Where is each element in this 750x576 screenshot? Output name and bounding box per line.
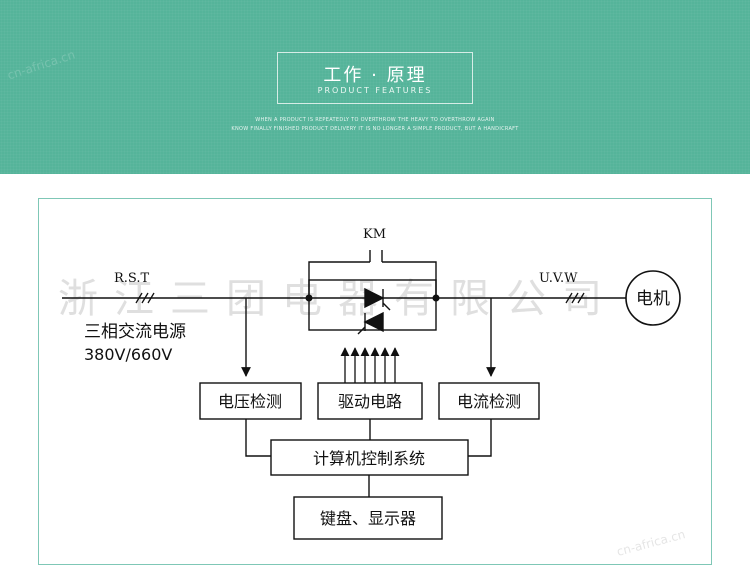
keyboard-display-box: 键盘、显示器 [293, 496, 443, 540]
keyboard-display-label: 键盘、显示器 [320, 509, 416, 528]
voltage-detect-label: 电压检测 [218, 392, 282, 411]
input-terminals-label: R.S.T [114, 271, 149, 286]
watermark-company-text: 浙江三团电器有限公司 [58, 276, 618, 322]
computer-control-label: 计算机控制系统 [313, 449, 425, 468]
tagline-line-1: WHEN A PRODUCT IS REPEATEDLY TO OVERTHRO… [255, 117, 495, 123]
watermark-small-text: cn-africa.cn [615, 527, 687, 559]
current-detect-box: 电流检测 [438, 382, 540, 420]
motor-symbol [625, 270, 681, 326]
drive-circuit-label: 驱动电路 [338, 392, 402, 411]
output-terminals-label: U.V.W [539, 271, 578, 286]
junction-dot-right [432, 294, 440, 302]
output-phase-ticks [565, 292, 585, 304]
title-frame: 工作 · 原理 PRODUCT FEATURES [277, 52, 473, 104]
control-connections [245, 419, 492, 497]
header-banner: cn-africa.cn 工作 · 原理 PRODUCT FEATURES WH… [0, 0, 750, 174]
motor-label: 电机 [636, 289, 670, 309]
computer-control-box: 计算机控制系统 [270, 439, 469, 476]
source-voltage-label: 380V/660V [84, 345, 172, 364]
drive-circuit-box: 驱动电路 [317, 382, 423, 420]
bypass-contactor-label: KM [363, 227, 386, 242]
section-subtitle: PRODUCT FEATURES [317, 86, 433, 95]
tagline-line-2: KNOW FINALLY FINISHED PRODUCT DELIVERY I… [231, 126, 519, 132]
current-detect-label: 电流检测 [457, 392, 521, 411]
junction-dot-left [305, 294, 313, 302]
source-label: 三相交流电源 [84, 322, 186, 342]
gate-trigger-arrows [340, 347, 400, 383]
voltage-detect-box: 电压检测 [199, 382, 302, 420]
input-phase-ticks [135, 292, 155, 304]
thyristor-pair [308, 279, 437, 335]
section-title: 工作 · 原理 [323, 65, 427, 86]
